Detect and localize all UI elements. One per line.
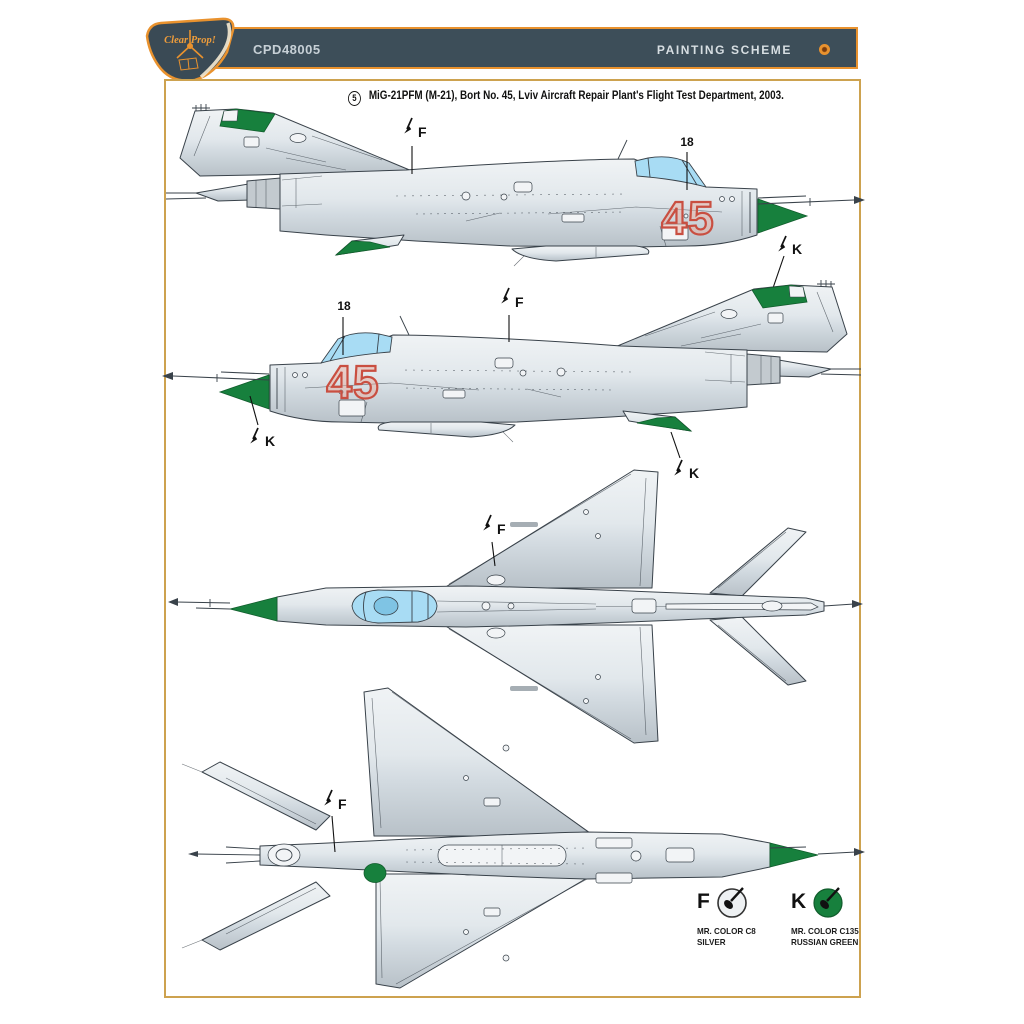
page-title: PAINTING SCHEME [656,43,792,57]
stencil-18-callout: 18 [680,135,694,190]
logo-brand-text: Clear Prop! [164,35,216,46]
russian-green-nosecone [229,596,278,622]
svg-text:F: F [497,521,506,537]
side-profile-starboard: F 18 45 K [165,103,866,289]
paint-code: MR. COLOR C8 [697,926,756,936]
side-profile-port: 18 F 45 K K [161,279,862,481]
paint-marker-f: F [403,117,427,174]
wing-fence [510,522,538,527]
scheme-caption: 5 MiG-21PFM (M-21), Bort No. 45, Lviv Ai… [348,90,784,106]
svg-text:K: K [792,241,802,257]
header-bar: CPD48005 PAINTING SCHEME [189,27,858,69]
legend-code: K [791,890,807,913]
paint-name: SILVER [697,937,726,947]
legend-item-silver: F MR. COLOR C8 SILVER [697,884,771,948]
airframe-side-drawing [165,103,866,267]
russian-green-nosecone [769,842,819,868]
paint-marker-k-nose: K [249,395,275,449]
paint-name: RUSSIAN GREEN [791,937,859,947]
airframe-top-drawing [168,469,863,744]
clear-prop-logo: Clear Prop! [145,17,235,82]
kit-number: CPD48005 [253,42,321,57]
airframe-bottom-drawing [181,687,865,989]
paint-legend: F MR. COLOR C8 SILVER K [697,884,865,948]
russian-green-ventral-fin-bottom [363,863,387,883]
wing-fence [510,686,538,691]
kit-box-icon [178,57,199,71]
bort-number: 45 [661,192,714,244]
legend-item-russian-green: K MR. COLOR C135 RUSSIAN GREEN [791,884,865,948]
paint-marker-f: F [500,287,524,342]
paint-swatch-green [813,887,843,918]
bort-number: 45 [326,356,379,408]
logo-swoosh [199,22,232,79]
ejection-seat [373,596,399,616]
paint-swatch-silver [717,887,747,918]
paint-code: MR. COLOR C135 [791,926,859,936]
paint-marker-f: F [323,789,347,853]
legend-code: F [697,890,710,913]
paint-marker-f: F [482,514,506,567]
svg-text:K: K [689,465,699,481]
paint-marker-k: K [772,235,802,289]
svg-text:F: F [418,124,427,140]
svg-text:F: F [515,294,524,310]
fin-top-outline [665,602,819,611]
paint-marker-k-ventral: K [670,431,699,481]
paintbrush-icon [820,887,841,909]
paintbrush-icon [723,887,744,909]
svg-text:18: 18 [337,299,351,313]
stencil-18-callout: 18 [337,299,351,355]
svg-text:F: F [338,796,347,812]
svg-text:18: 18 [680,135,694,149]
scheme-caption-text: MiG-21PFM (M-21), Bort No. 45, Lviv Airc… [368,90,784,102]
svg-text:K: K [265,433,275,449]
top-view: F [168,469,863,744]
airframe-side-drawing-mirrored [161,279,862,443]
propeller-icon [176,30,204,59]
bottom-view: F [181,687,865,989]
scheme-number-badge: 5 [348,90,361,106]
orange-dot-icon [819,44,830,55]
